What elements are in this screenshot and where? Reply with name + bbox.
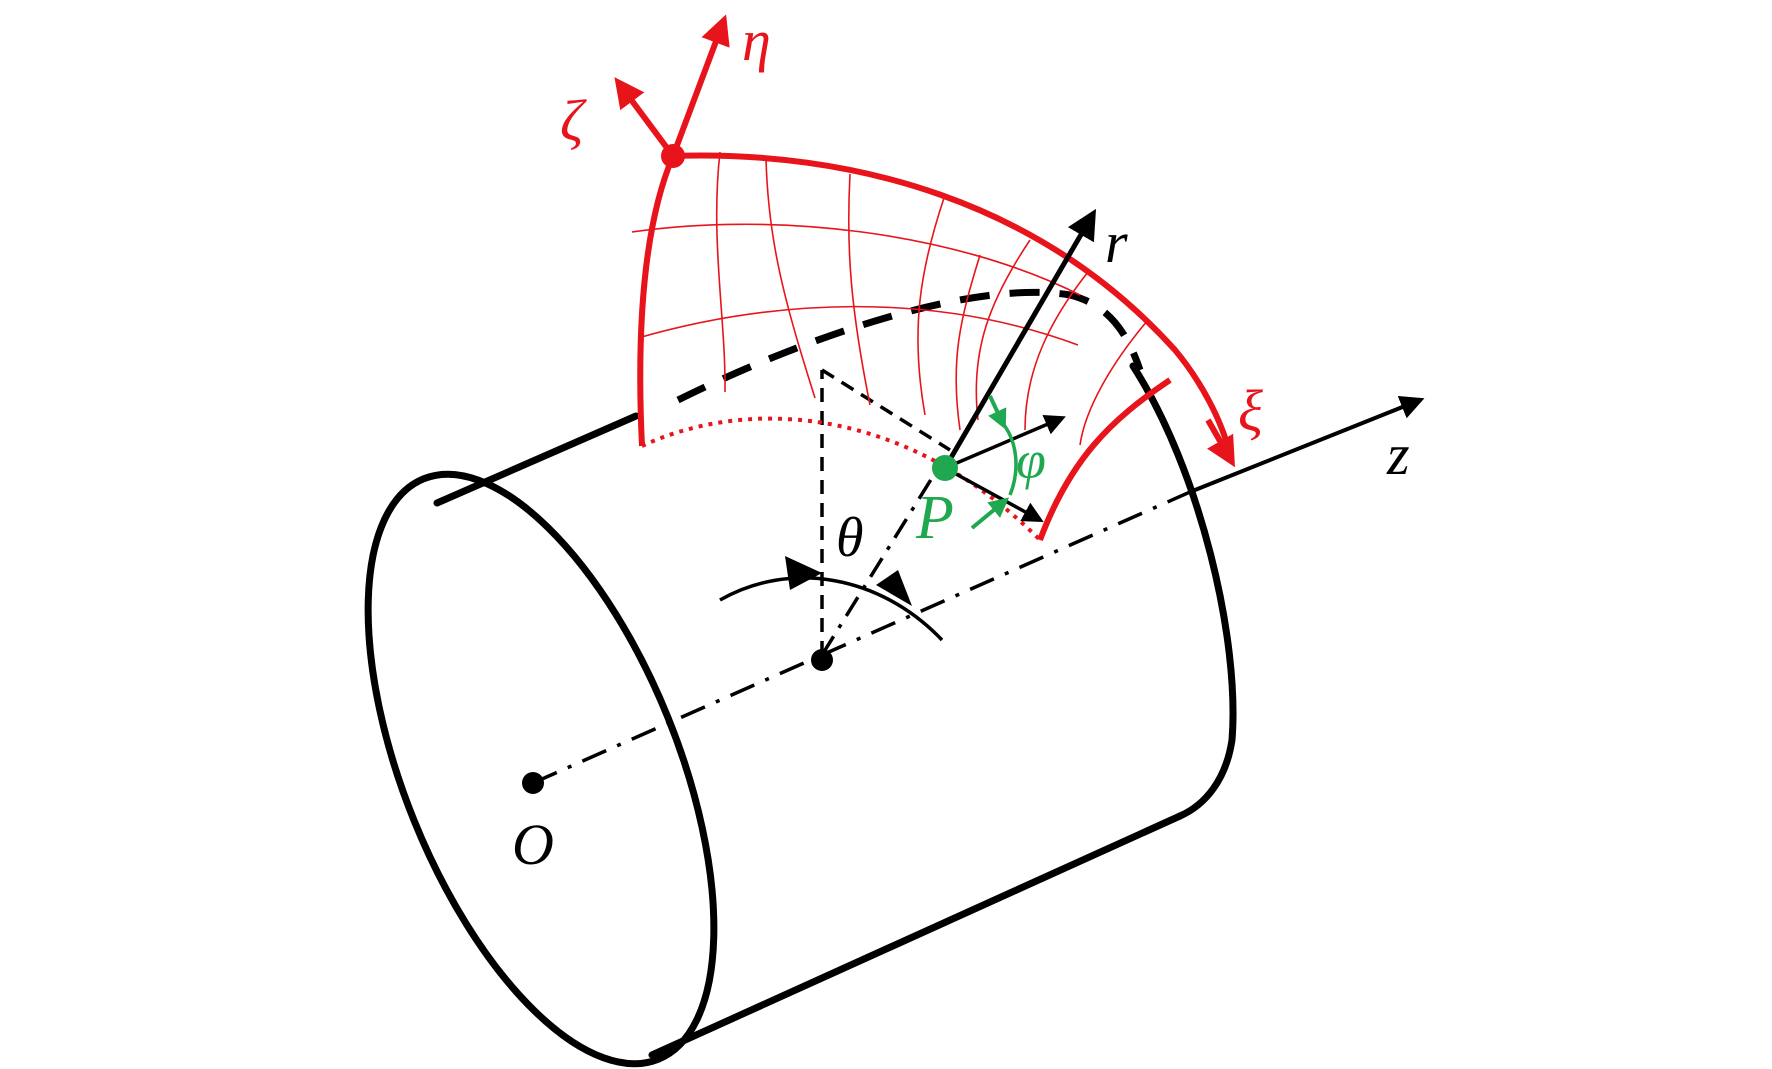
label-zeta: ζ — [560, 88, 587, 153]
label-P: P — [915, 484, 954, 552]
theta-arrow-left — [785, 556, 822, 590]
label-O: O — [512, 812, 554, 877]
cylinder-back-rim — [1129, 362, 1237, 820]
top-radius-dashed — [821, 368, 951, 452]
z-axis — [1189, 395, 1425, 494]
label-phi: φ — [1016, 430, 1046, 490]
label-xi: ξ — [1238, 378, 1263, 443]
label-z: z — [1386, 422, 1410, 487]
patch-grid — [631, 151, 1149, 446]
cylinder-front-face — [364, 470, 718, 1068]
cylinder — [364, 362, 1237, 1068]
xi-axis-arrow — [1205, 418, 1235, 468]
cylinder-bottom-edge — [648, 812, 1184, 1059]
phi-arrow-top — [988, 395, 1007, 430]
theta-arrow-right — [876, 570, 912, 606]
patch-right-edge — [1037, 377, 1172, 542]
label-eta: η — [742, 8, 771, 73]
label-theta: θ — [836, 507, 864, 569]
angled-radius-dashdot — [820, 464, 942, 656]
hidden-back-rim — [676, 288, 1144, 404]
axis-line-inner — [532, 653, 823, 785]
cylinder-axis — [532, 490, 1191, 785]
local-tangent-arrow — [944, 414, 1066, 470]
axis-point-dot — [811, 649, 833, 671]
label-r: r — [1105, 210, 1128, 275]
patch-top-edge — [672, 152, 1233, 456]
theta-arc — [719, 576, 944, 642]
phi-arc — [998, 418, 1018, 496]
local-axial-arrow — [944, 466, 1044, 523]
patch-left-edge — [637, 154, 676, 447]
axis-line-outer — [821, 490, 1191, 657]
origin-O-dot — [522, 772, 544, 794]
eta-axis — [670, 14, 730, 158]
curvilinear-patch — [631, 151, 1233, 542]
r-axis — [942, 208, 1097, 470]
cylinder-top-edge — [433, 412, 640, 507]
point-P-dot — [932, 455, 958, 481]
phi-arrow-bottom — [970, 497, 1010, 530]
zeta-axis — [614, 77, 676, 158]
